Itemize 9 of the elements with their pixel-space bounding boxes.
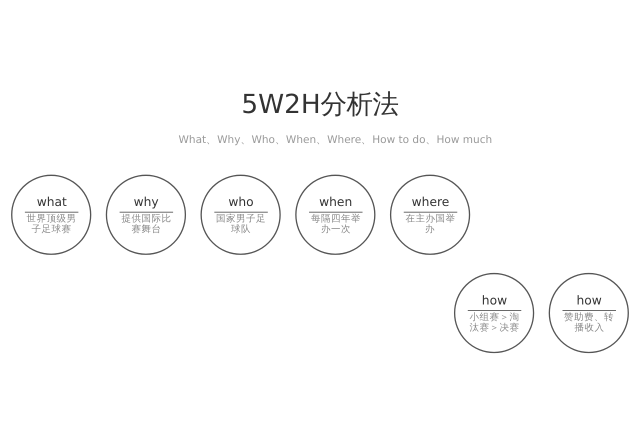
diagram-title: 5W2H分析法 xyxy=(241,90,399,120)
node-circle: who 国家男子足球队 xyxy=(200,174,281,254)
node-circle: how 赞助费、转播收入 xyxy=(548,272,629,353)
node-circle: why 提供国际比赛舞台 xyxy=(106,174,186,254)
node-circle: when 每隔四年举办一次 xyxy=(295,174,376,254)
label: What、Why、Who、When、Where、How to do、How much xyxy=(178,133,492,146)
node-circle: how 小组赛＞淘汰赛＞决赛 xyxy=(454,272,534,353)
node-circle: what 世界顶级男子足球赛 xyxy=(11,174,92,254)
node-circle: where 在主办国举办 xyxy=(390,174,470,254)
